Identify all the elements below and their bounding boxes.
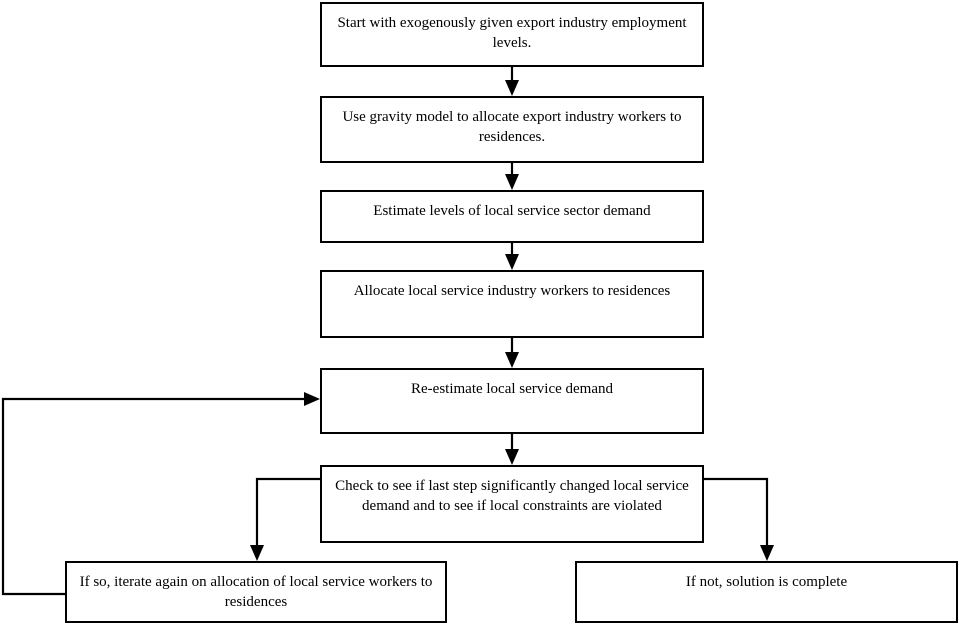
node-allocate-local-workers[interactable]: Allocate local service industry workers … (320, 270, 704, 338)
node-check-convergence[interactable]: Check to see if last step significantly … (320, 465, 704, 543)
node-if-not-complete[interactable]: If not, solution is complete (575, 561, 958, 623)
edge-allocate-to-reestimate (505, 338, 519, 368)
edge-start-to-gravity (505, 67, 519, 96)
node-start-export-employment[interactable]: Start with exogenously given export indu… (320, 2, 704, 67)
edge-check-to-if-so (250, 477, 320, 561)
node-estimate-local-demand[interactable]: Estimate levels of local service sector … (320, 190, 704, 243)
edge-feedback-loop (1, 392, 320, 596)
edge-reestimate-to-check (505, 434, 519, 465)
edge-check-to-if-not (704, 477, 774, 561)
node-gravity-model-allocate[interactable]: Use gravity model to allocate export ind… (320, 96, 704, 163)
node-re-estimate-local-demand[interactable]: Re-estimate local service demand (320, 368, 704, 434)
edge-gravity-to-estimate (505, 163, 519, 190)
node-if-so-iterate[interactable]: If so, iterate again on allocation of lo… (65, 561, 447, 623)
edge-estimate-to-allocate (505, 243, 519, 270)
